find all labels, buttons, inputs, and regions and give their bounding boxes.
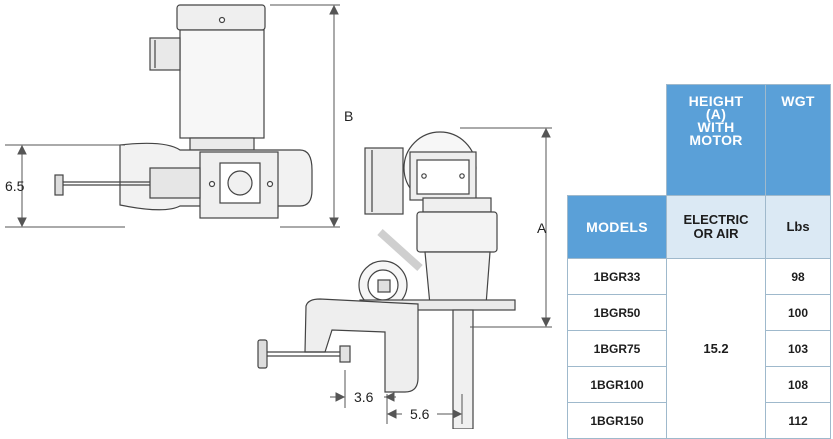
model-cell: 1BGR50 (567, 294, 667, 331)
table-header-row: HEIGHT (A) WITH MOTOR WGT (567, 84, 831, 196)
power-source-header: ELECTRIC OR AIR (666, 195, 766, 259)
model-cell: 1BGR75 (567, 330, 667, 367)
table-row: 1BGR100 108 (567, 366, 831, 403)
top-view-drawing (54, 4, 313, 219)
table-row: 1BGR150 112 (567, 402, 831, 439)
weight-cell: 98 (765, 258, 831, 295)
table-row: 1BGR75 103 (567, 330, 831, 367)
dimension-span (386, 394, 463, 424)
weight-cell: 108 (765, 366, 831, 403)
dimension-offset-label: 3.6 (354, 389, 374, 405)
weight-cell: 100 (765, 294, 831, 331)
table-subheader-row: MODELS ELECTRIC OR AIR Lbs (567, 195, 831, 259)
model-cell: 1BGR33 (567, 258, 667, 295)
dimension-offset (330, 370, 396, 408)
dimension-b-label: B (344, 108, 353, 124)
mixer-drawing: B 6.5 (5, 4, 552, 429)
dimension-span-label: 5.6 (410, 406, 430, 422)
dimension-a (460, 127, 552, 328)
wgt-header: WGT (765, 84, 831, 196)
height-header-line: WITH (697, 119, 735, 135)
table-row: 1BGR33 15.2 98 (567, 258, 831, 439)
weight-cell: 103 (765, 330, 831, 367)
model-cell: 1BGR150 (567, 402, 667, 439)
table-corner-blank (567, 84, 667, 196)
models-header: MODELS (567, 195, 667, 259)
power-header-line: ELECTRIC (683, 212, 749, 227)
dimension-clamp (5, 144, 125, 228)
dimension-clamp-label: 6.5 (5, 178, 25, 194)
side-view-drawing (257, 131, 516, 429)
height-header-line: HEIGHT (688, 93, 744, 109)
height-with-motor-header: HEIGHT (A) WITH MOTOR (666, 84, 766, 196)
weight-cell: 112 (765, 402, 831, 439)
unit-header: Lbs (765, 195, 831, 259)
power-header-line: OR AIR (693, 226, 739, 241)
table-row: 1BGR50 100 (567, 294, 831, 331)
dimension-b (270, 4, 340, 228)
height-value-cell: 15.2 (666, 258, 766, 439)
spec-table: HEIGHT (A) WITH MOTOR WGT MODELS ELECTRI… (567, 84, 831, 439)
dimension-a-label: A (537, 220, 547, 236)
height-header-line: (A) (705, 106, 727, 122)
height-header-line: MOTOR (689, 132, 743, 148)
model-cell: 1BGR100 (567, 366, 667, 403)
